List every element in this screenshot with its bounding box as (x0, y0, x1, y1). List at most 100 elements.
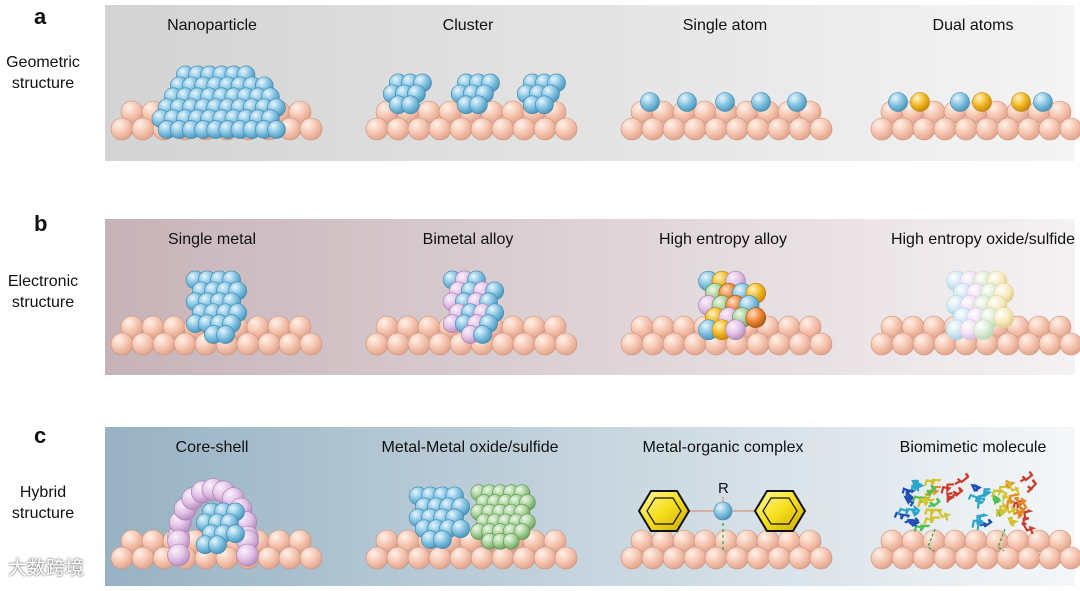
metal-atom (226, 524, 245, 544)
protein-ribbon (937, 508, 952, 521)
support-atom (470, 546, 494, 570)
blue-atom (677, 92, 697, 112)
support-atom (512, 332, 536, 356)
protein-ribbon (940, 483, 955, 494)
support-atom (407, 546, 431, 570)
support-atom (704, 117, 728, 141)
support-atom (870, 546, 894, 570)
support-atom (288, 100, 312, 124)
support-atom (1059, 546, 1080, 570)
benzene-left-icon (637, 490, 691, 532)
protein-ribbon (1019, 470, 1034, 483)
support-atom (954, 117, 978, 141)
metal-atom (401, 95, 420, 115)
metal-atom (535, 95, 554, 115)
support-atom (554, 117, 578, 141)
label-cluster: Cluster (442, 17, 494, 34)
metal-atom (973, 319, 994, 341)
gold-atom (910, 92, 930, 112)
support-atom (110, 117, 134, 141)
protein-ribbon (917, 491, 936, 507)
support-atom (386, 117, 410, 141)
protein-ribbon (908, 518, 921, 527)
support-atom (449, 117, 473, 141)
protein-anchor (997, 528, 1006, 552)
art-metal-organic-complex: R (620, 480, 833, 570)
metal-atom (502, 533, 520, 550)
label-high-entropy-alloy: High entropy alloy (658, 231, 788, 248)
support-atom (278, 332, 302, 356)
support-atom (407, 332, 431, 356)
support-atom (491, 332, 515, 356)
support-atom (131, 117, 155, 141)
panel-letter-c: c (34, 423, 47, 448)
support-atom (470, 117, 494, 141)
protein-ribbon (1026, 479, 1038, 494)
support-atom (996, 332, 1020, 356)
support-atom (1038, 332, 1062, 356)
support-atom (512, 117, 536, 141)
label-metal-metal-oxide: Metal-Metal oxide/sulfide (381, 439, 559, 456)
support-atom (449, 546, 473, 570)
support-atom (767, 546, 791, 570)
art-cluster (365, 73, 578, 141)
shell-atom (236, 543, 259, 567)
support-atom (1038, 117, 1062, 141)
support-atom (1017, 117, 1041, 141)
support-atom (870, 332, 894, 356)
benzene-left-inner (646, 497, 682, 525)
support-atom (1038, 546, 1062, 570)
support-atom (662, 117, 686, 141)
row-geometric-structure: a Geometric structure Nanoparticle Clust… (0, 0, 1080, 165)
metal-atom (725, 319, 746, 341)
blue-atom (715, 92, 735, 112)
support-atom (299, 117, 323, 141)
support-atom (288, 315, 312, 339)
support-atom (236, 332, 260, 356)
support-atom (428, 546, 452, 570)
row-label-hybrid: Hybrid structure (11, 484, 75, 522)
support-atom (428, 117, 452, 141)
metal-atom (745, 307, 767, 328)
support-atom (428, 332, 452, 356)
metal-atom (993, 307, 1015, 328)
label-biomimetic-molecule: Biomimetic molecule (899, 439, 1047, 456)
protein-ribbon (1016, 502, 1026, 519)
support-atom (809, 546, 833, 570)
support-atom (1017, 546, 1041, 570)
blue-atom (787, 92, 807, 112)
protein-ribbon (913, 480, 925, 492)
support-atom (299, 546, 323, 570)
support-atom (933, 117, 957, 141)
art-biomimetic-molecule (870, 470, 1080, 570)
art-high-entropy-alloy (620, 270, 833, 356)
support-atom (365, 332, 389, 356)
protein-ribbon (1013, 496, 1028, 506)
protein-ribbon (977, 493, 985, 509)
panel-hybrid: Core-shell Metal-Metal oxide/sulfide Met… (105, 427, 1080, 586)
art-bimetal-alloy (365, 270, 578, 356)
protein-ribbon (967, 493, 986, 503)
label-high-entropy-oxide: High entropy oxide/sulfide (890, 231, 1076, 248)
support-atom (891, 117, 915, 141)
benzene-right-inner (762, 497, 798, 525)
support-atom (725, 546, 749, 570)
metal-center-atom (713, 501, 733, 521)
metal-atom (433, 530, 452, 549)
support-atom (809, 332, 833, 356)
blue-atom (888, 92, 908, 112)
support-atom (365, 117, 389, 141)
protein-ribbon (923, 516, 942, 525)
art-single-metal (110, 270, 323, 356)
label-single-metal: Single metal (167, 231, 257, 248)
support-atom (278, 546, 302, 570)
support-atom (533, 546, 557, 570)
protein-anchor (927, 528, 936, 552)
support-atom (1048, 315, 1072, 339)
art-single-atom (620, 92, 833, 141)
support-atom (257, 546, 281, 570)
support-atom (641, 117, 665, 141)
support-atom (131, 546, 155, 570)
support-atom (788, 117, 812, 141)
protein-ribbon (1003, 504, 1018, 514)
